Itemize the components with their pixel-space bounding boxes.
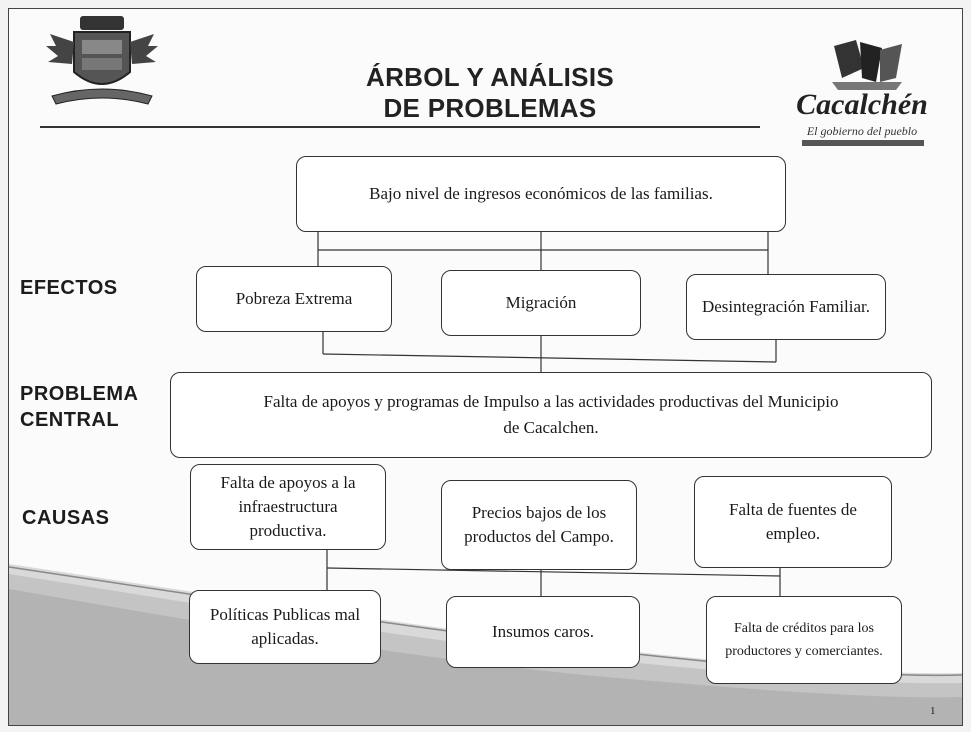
title-line-2: DE PROBLEMAS	[383, 93, 597, 123]
cause-box: Falta de fuentes de empleo.	[694, 476, 892, 568]
central-problem-box: Falta de apoyos y programas de Impulso a…	[170, 372, 932, 458]
effect-text: Desintegración Familiar.	[701, 297, 871, 316]
label-central: CENTRAL	[20, 409, 120, 431]
cause-box: Precios bajos de los productos del Campo…	[441, 480, 637, 570]
effect-box: Pobreza Extrema	[196, 266, 392, 332]
root-cause-text: Insumos caros.	[492, 622, 594, 641]
cause-text: Falta de apoyos a la infraestructura pro…	[220, 473, 356, 540]
root-cause-box: Falta de créditos para los productores y…	[706, 596, 902, 684]
cacalchen-emblem-icon	[832, 40, 902, 90]
effect-text: Migración	[505, 293, 577, 312]
logo-strip	[802, 140, 924, 146]
top-effect-box: Bajo nivel de ingresos económicos de las…	[296, 156, 786, 232]
effect-box: Migración	[441, 270, 641, 336]
cause-text: Precios bajos de los productos del Campo…	[464, 503, 614, 546]
cacalchen-logo: Cacalchén El gobierno del pueblo	[772, 38, 952, 148]
central-problem-line-1: Falta de apoyos y programas de Impulso a…	[263, 392, 839, 411]
label-problema: PROBLEMA	[20, 383, 139, 405]
title-line-1: ÁRBOL Y ANÁLISIS	[366, 62, 614, 92]
root-cause-box: Políticas Publicas mal aplicadas.	[189, 590, 381, 664]
label-efectos: EFECTOS	[20, 277, 118, 299]
effect-text: Pobreza Extrema	[235, 289, 353, 308]
cause-box: Falta de apoyos a la infraestructura pro…	[190, 464, 386, 550]
logo-tagline: El gobierno del pueblo	[806, 124, 918, 138]
title-divider	[40, 126, 760, 128]
cause-text: Falta de fuentes de empleo.	[729, 500, 857, 543]
page-number: 1	[930, 705, 936, 717]
central-problem-line-2: de Cacalchen.	[503, 418, 599, 437]
municipal-crest-icon	[46, 16, 158, 105]
logo-name: Cacalchén	[796, 88, 928, 121]
effect-box: Desintegración Familiar.	[686, 274, 886, 340]
page-title: ÁRBOL Y ANÁLISIS DE PROBLEMAS	[300, 62, 680, 124]
root-cause-text: Políticas Publicas mal aplicadas.	[209, 605, 361, 648]
top-effect-text: Bajo nivel de ingresos económicos de las…	[369, 184, 713, 203]
root-cause-box: Insumos caros.	[446, 596, 640, 668]
label-causas: CAUSAS	[22, 507, 110, 529]
root-cause-text: Falta de créditos para los productores y…	[725, 621, 883, 659]
